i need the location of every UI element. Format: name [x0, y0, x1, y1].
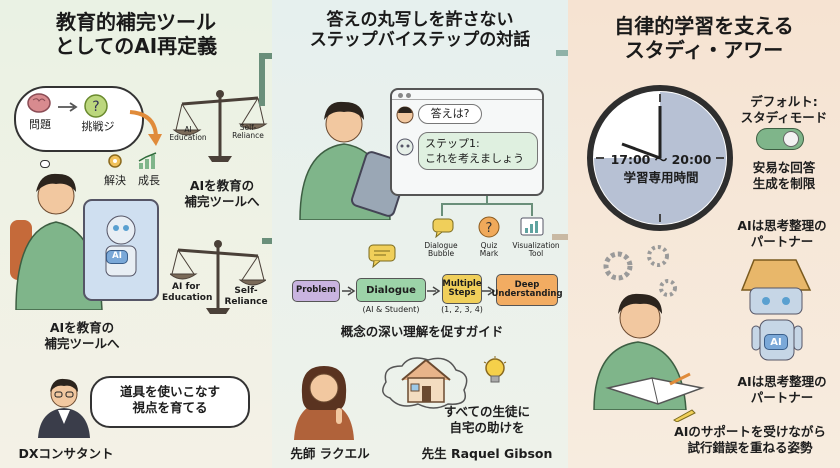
writing-student-illustration	[593, 293, 705, 410]
gear-icon	[108, 154, 122, 168]
flow-arrow-2	[427, 286, 441, 296]
quiz-mark-icon: ?	[478, 216, 500, 238]
thought-dot-small	[40, 160, 50, 168]
partner-label-2: AIは思考整理の パートナー	[737, 374, 827, 405]
scale1-right-label: Self-Reliance	[232, 123, 264, 141]
question-icon: ?	[84, 94, 108, 118]
scale1-left-label: AI Education	[169, 125, 207, 143]
scale2-left-label: AI for Education	[162, 282, 213, 304]
thought-growth-label: 成長	[138, 174, 160, 187]
tool-visual-label: Visualization Tool	[512, 241, 560, 259]
bottom-caption: AIのサポートを受けながら 試行錯誤を重ねる姿勢	[674, 424, 826, 455]
chat-titlebar	[392, 90, 542, 100]
scale2-right-label: Self-Reliance	[224, 286, 268, 308]
flow-problem: Problem	[292, 280, 340, 302]
visualization-tool-icon	[520, 217, 544, 236]
ai-chat-avatar-icon	[396, 138, 414, 156]
tool-dialogue-label: Dialogue Bubble	[424, 241, 458, 259]
panel1-title: 教育的補完ツール としてのAI再定義	[54, 10, 218, 58]
chat-dot-1	[398, 93, 403, 98]
brain-icon	[27, 93, 51, 113]
panel-step-dialogue: 答えの丸写しを許さない ステップバイステップの対話 答えは? ステップ1: これ…	[272, 0, 568, 468]
flow-caption: 概念の深い理解を促すガイド	[340, 324, 504, 339]
flow-dialogue: Dialogue	[356, 278, 426, 302]
teacher-label-2: 先生 Raquel Gibson	[421, 446, 553, 461]
clock-icon	[587, 85, 733, 231]
study-mode-toggle[interactable]	[756, 128, 804, 150]
flow-arrow-3	[482, 286, 496, 296]
teacher-label: 先師 ラクエル	[290, 446, 370, 461]
consultant-avatar	[38, 378, 90, 438]
svg-text:?: ?	[92, 99, 99, 115]
panel2-title: 答えの丸写しを許さない ステップバイステップの対話	[309, 10, 531, 51]
student-with-robot-illustration	[10, 173, 159, 310]
restrict-label: 安易な回答 生成を制限	[752, 160, 816, 191]
pencil-icon	[673, 409, 696, 422]
tool-branch-lines	[441, 196, 533, 216]
tool-quiz-label: Quiz Mark	[479, 241, 499, 259]
panel3-title: 自律的学習を支える スタディ・アワー	[614, 14, 794, 62]
flow-arrow-1	[342, 286, 356, 296]
teacher-speech-text: すべての生徒に 自宅の助けを	[443, 404, 531, 435]
scale1-caption: AIを教育の 補完ツールへ	[184, 178, 260, 209]
gears-icon	[603, 245, 677, 297]
balance-scale-2-icon	[170, 240, 266, 314]
speech-note-icon	[368, 244, 396, 268]
thought-challenge-label: 挑戦ジ	[81, 120, 115, 133]
cloud-bubble	[382, 357, 468, 409]
clock-time: 17:00 ～ 20:00	[610, 152, 712, 167]
teacher-avatar	[294, 366, 354, 440]
consultant-label: DXコンサタント	[18, 446, 114, 461]
lamp-ai-badge: AI	[764, 334, 788, 350]
consultant-speech-text: 道具を使いこなす 視点を育てる	[119, 384, 220, 415]
student-caption: AIを教育の 補完ツールへ	[44, 320, 120, 351]
flow-dialogue-sub: (AI & Student)	[362, 305, 420, 314]
consultant-speech-bubble	[90, 376, 250, 428]
flow-steps-sub: (1, 2, 3, 4)	[441, 305, 483, 314]
student-chat-avatar-icon	[396, 106, 414, 124]
chat-message-student: 答えは?	[418, 104, 482, 124]
flow-multiple-steps: Multiple Steps	[442, 274, 482, 304]
toggle-knob	[783, 131, 799, 147]
thought-solve-label: 解決	[104, 174, 126, 187]
robot-ai-badge: AI	[106, 250, 128, 264]
panel-ai-education: 教育的補完ツール としてのAI再定義 問題 ? 挑戦ジ 解決 成長	[0, 0, 272, 468]
chat-dot-2	[406, 93, 411, 98]
arrow-right-icon	[58, 102, 78, 112]
partner-label-1: AIは思考整理の パートナー	[737, 218, 827, 249]
growth-chart-icon	[138, 152, 157, 169]
flow-deep-understanding: Deep Understanding	[491, 274, 563, 306]
chat-message-ai: ステップ1: これを考えましょう	[418, 132, 538, 170]
dialogue-bubble-icon	[432, 218, 454, 238]
lightbulb-icon	[483, 356, 507, 383]
default-mode-label: デフォルト: スタディモード	[740, 94, 828, 125]
orange-arrow-icon	[129, 110, 162, 146]
ai-lamp-robot-illustration	[740, 259, 812, 361]
panel-study-hour: 自律的学習を支える スタディ・アワー 17:00 ～ 20:00 学習専用時間 …	[568, 0, 840, 468]
clock-label: 学習専用時間	[623, 170, 699, 185]
svg-text:?: ?	[486, 221, 493, 236]
thought-problem-label: 問題	[29, 118, 51, 131]
